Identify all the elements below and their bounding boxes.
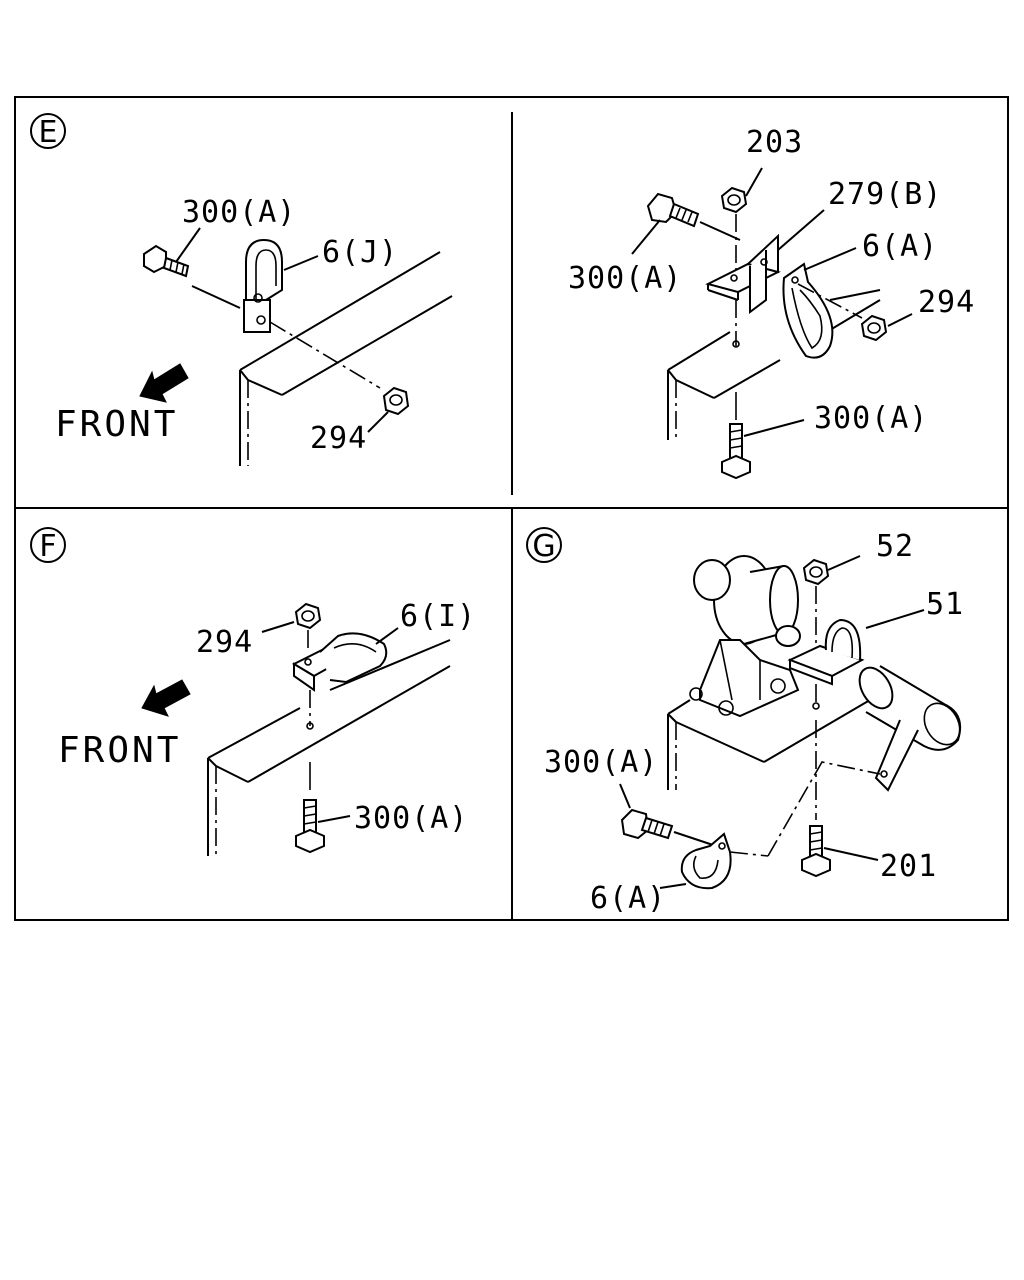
panel-e-frame-rail: [239, 251, 453, 466]
panel-e-clip: [243, 238, 283, 333]
diagram-frame: [14, 96, 1009, 921]
panel-g-cylinder: [858, 665, 962, 792]
panel-e2-clip: [782, 247, 863, 359]
panel-e-label-nut: 294: [310, 421, 367, 456]
panel-e2-nut-right: [860, 313, 913, 342]
panel-e2: 203 279(B) 300(A) 6(A) 294 300(A): [568, 125, 975, 480]
panel-e2-nut-top: [720, 167, 763, 276]
panel-g-nut: [802, 555, 861, 644]
panel-e2-bracket: [705, 209, 825, 348]
panel-g-label-nut: 52: [876, 529, 914, 564]
panel-g-label-bolt-left: 300(A): [544, 745, 658, 780]
panel-f-clip: [291, 627, 399, 692]
panel-f-bolt: [295, 762, 351, 854]
panel-g-bolt-bottom: [801, 825, 879, 878]
panel-g-clip-top: [787, 609, 925, 686]
panel-g-marker: G: [526, 527, 562, 564]
panel-f-front-arrow: [141, 679, 191, 717]
panel-g-clip-bottom: [659, 761, 881, 890]
panel-e-label-bolt: 300(A): [182, 195, 296, 230]
panel-f-label-clip: 6(I): [400, 599, 476, 634]
panel-f-front-label: FRONT: [58, 730, 181, 771]
panel-g-base-plate: [667, 699, 871, 790]
panel-e-nut: [367, 386, 410, 433]
panel-e2-label-nut-right: 294: [918, 285, 975, 320]
panel-g-label-clip-top: 51: [926, 587, 964, 622]
panel-e-front-arrow: [139, 363, 189, 403]
panel-g-label-bolt-bottom: 201: [880, 849, 937, 884]
panel-e2-label-clip: 6(A): [862, 229, 938, 264]
panel-e2-label-bolt-left: 300(A): [568, 261, 682, 296]
panel-e-bolt: [143, 244, 241, 309]
panel-e-marker: E: [30, 113, 66, 150]
panel-e2-bolt-bottom: [721, 392, 805, 480]
panel-e2-label-nut-top: 203: [746, 125, 803, 160]
panel-f-nut: [261, 602, 322, 650]
panel-g-label-clip-bottom: 6(A): [590, 881, 666, 916]
panel-g-marker-letter: G: [532, 529, 555, 564]
panel-f-frame-rail: [207, 639, 451, 856]
panel-g-bolt-left: [619, 783, 717, 847]
panel-e2-label-bracket: 279(B): [828, 177, 942, 212]
panel-e-marker-letter: E: [39, 115, 58, 150]
panel-f-label-nut: 294: [196, 625, 253, 660]
panel-f-label-bolt: 300(A): [354, 801, 468, 836]
panel-g: G: [526, 527, 964, 916]
panel-f-marker-letter: F: [39, 529, 56, 564]
panel-e2-bolt-left: [631, 192, 741, 255]
panel-e2-frame-rail: [667, 289, 881, 440]
panel-e-label-clip: 6(J): [322, 235, 398, 270]
panel-f: F: [30, 527, 476, 856]
panel-f-marker: F: [30, 527, 66, 564]
panel-e: E: [30, 113, 453, 466]
panel-e2-label-bolt-bottom: 300(A): [814, 401, 928, 436]
panel-e-front-label: FRONT: [55, 404, 178, 445]
panel-g-bearing: [689, 555, 801, 718]
